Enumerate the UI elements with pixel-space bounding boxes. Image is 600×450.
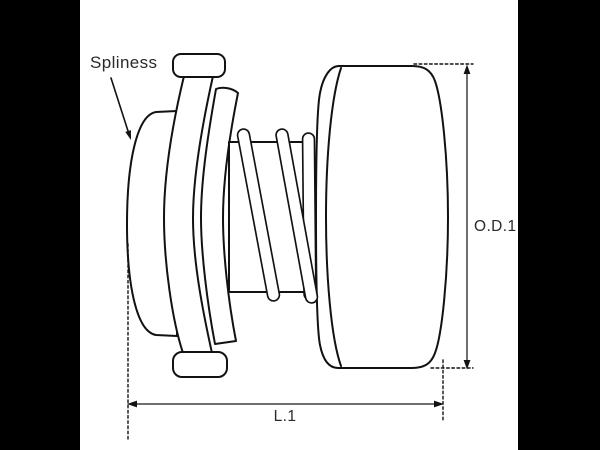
shift-collar bbox=[163, 53, 228, 378]
drive-spring bbox=[236, 128, 319, 304]
od1-dimension bbox=[413, 63, 474, 370]
drawing-canvas: Spliness O.D.1 L.1 bbox=[80, 0, 518, 450]
l1-arrow-right bbox=[434, 400, 444, 408]
pillarbox-right bbox=[518, 0, 600, 450]
l1-dimension-label: L.1 bbox=[273, 408, 297, 425]
splined-hub bbox=[126, 110, 178, 337]
od1-arrow-up bbox=[463, 64, 471, 74]
l1-arrow-left bbox=[127, 400, 137, 408]
od1-dimension-label: O.D.1 bbox=[474, 218, 517, 235]
pillarbox-left bbox=[0, 0, 80, 450]
collar-bottom-pad bbox=[172, 351, 228, 378]
leader-arrowhead bbox=[125, 130, 131, 140]
spliness-label: Spliness bbox=[90, 53, 158, 72]
spliness-leader bbox=[110, 77, 131, 140]
pinion-face-line bbox=[325, 67, 342, 367]
starter-drive-diagram bbox=[110, 53, 474, 440]
pinion-clutch-body bbox=[315, 65, 449, 369]
l1-dimension bbox=[127, 243, 444, 440]
od1-arrow-down bbox=[463, 360, 471, 370]
retainer-washer bbox=[200, 86, 239, 345]
collar-top-pad bbox=[172, 53, 226, 78]
